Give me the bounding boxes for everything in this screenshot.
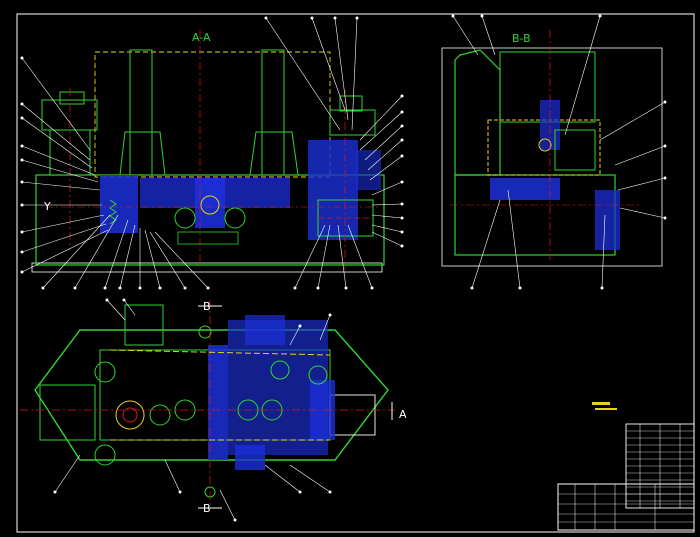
plan-view: B B A xyxy=(20,300,407,515)
leader-lines-plan xyxy=(54,299,331,521)
sheet-border xyxy=(16,13,695,533)
title-block xyxy=(557,483,695,531)
technical-note xyxy=(592,402,617,410)
section-b-b-title: B-B xyxy=(512,32,531,45)
leader-lines-a-a xyxy=(21,17,403,289)
section-a-a-view: A-A Y xyxy=(31,30,385,273)
leader-dots-b-b xyxy=(451,14,667,290)
side-marker: Y xyxy=(43,200,51,213)
cut-a-letter: A xyxy=(399,408,407,421)
parts-list-table xyxy=(625,423,695,509)
section-b-b-view: B-B xyxy=(441,30,663,267)
leader-dots-plan xyxy=(53,298,332,522)
leader-lines-b-b xyxy=(452,15,666,289)
section-a-a-title: A-A xyxy=(192,31,211,44)
leader-dots-a-a xyxy=(20,16,404,290)
